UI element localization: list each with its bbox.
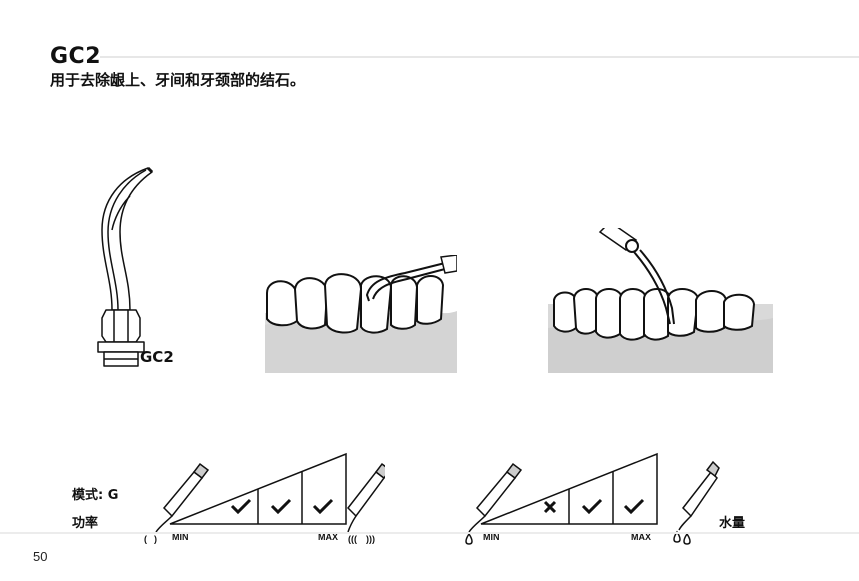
vibration-min-icon: ( [144,534,147,544]
teeth-illustration-lingual [548,228,773,373]
water-label: 水量 [719,516,746,531]
page-number: 50 [33,549,48,564]
water-scale: MIN MAX [465,452,720,545]
tip-model-label: GC2 [140,348,174,366]
water-drop-min-icon [465,532,473,545]
page-title: GC2 [50,44,102,69]
water-min-label: MIN [483,532,500,542]
page-subtitle: 用于去除龈上、牙间和牙颈部的结石。 [50,71,306,89]
power-mark-1-check-icon [230,498,252,515]
teeth-illustration-front [265,255,457,373]
water-drops-max-icon [673,530,691,545]
mode-label: 模式: G [72,488,119,503]
power-min-label: MIN [172,532,189,542]
power-mark-3-check-icon [312,498,334,515]
footer-divider [0,532,859,534]
power-mark-2-check-icon [270,498,292,515]
water-mark-1-cross-icon [543,500,557,514]
water-mark-3-check-icon [623,498,645,515]
vibration-max-icon: ((( [348,534,357,544]
title-divider [100,56,859,58]
handpiece-water-min-icon [468,462,523,533]
power-scale: ( ) MIN MAX ((( ))) [144,452,385,544]
scaler-tip-illustration [97,166,154,367]
handpiece-min-icon [155,462,210,533]
power-label: 功率 [72,516,99,531]
svg-text:): ) [154,534,157,544]
water-max-label: MAX [631,532,651,542]
svg-text:))): ))) [366,534,375,544]
handpiece-water-max-icon [678,460,720,531]
handpiece-max-icon [347,462,385,533]
power-max-label: MAX [318,532,338,542]
water-mark-2-check-icon [581,498,603,515]
